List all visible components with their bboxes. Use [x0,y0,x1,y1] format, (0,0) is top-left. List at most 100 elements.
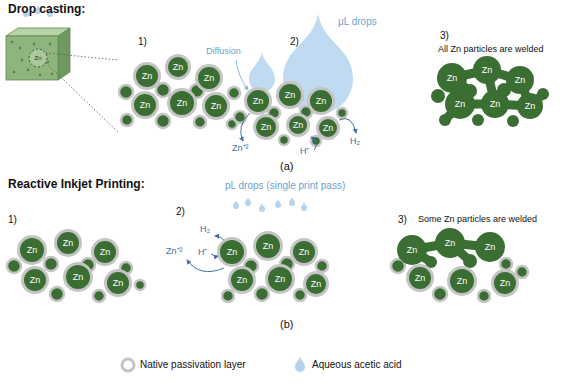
legend-ring [122,359,134,371]
particle-label: Zn [415,274,426,283]
ion-arrow [241,113,250,141]
particle-label: Zn [299,248,310,257]
zn-particle: Zn [165,54,191,80]
zoom-line [46,53,118,60]
gas-arrow [339,119,356,133]
zn-particle: Zn [253,231,283,261]
zn-particle: Zn [406,264,434,292]
zn-particle: Zn [435,228,465,258]
particle-label: Zn [100,248,111,257]
zn-particle: Zn [447,266,477,296]
zn-particle: Zn [133,62,161,90]
sample-speck [51,73,53,75]
zn-particle: Zn [265,264,295,294]
particle-label: Zn [30,276,41,285]
zn-particle-small [507,115,519,127]
acid-drop [301,202,307,211]
step-number: 2) [176,206,185,218]
zn-particle: Zn [290,238,318,266]
sample-speck [33,43,35,45]
zn-particle-small [50,287,64,301]
zn-particle-small [121,114,133,126]
drop-label: pL drops (single print pass) [225,180,345,192]
acid-drop [289,197,295,206]
sample-speck [39,74,41,76]
zn-particle-small [93,290,105,302]
zn-particle: Zn [473,56,501,84]
step-number: 3) [440,30,449,42]
zn-particle-small [478,290,490,302]
sample-speck [49,43,51,45]
proton-arrow [311,137,316,150]
species-label: H⁺ [198,247,208,257]
ion-arrow [187,260,224,272]
zn-particle: Zn [491,269,519,297]
legend-drop [295,356,305,372]
legend-text: Aqueous acetic acid [312,359,402,370]
zn-particle-small [135,280,145,290]
step-number: 2) [290,36,299,48]
particle-label: Zn [490,100,501,109]
particle-label: Zn [211,102,222,111]
zn-particle: Zn [475,232,505,262]
zn-particle: Zn [167,88,197,118]
zn-particle-small [228,87,240,99]
zn-particle: Zn [481,90,509,118]
particle-label: Zn [263,242,274,251]
particle-label: Zn [311,280,322,289]
particle-label: Zn [140,101,151,110]
panel-label: (a) [280,160,293,173]
zn-particle: Zn [286,113,310,137]
zn-particle-small [156,114,170,128]
particle-label: Zn [482,66,493,75]
zn-particle-small [472,114,484,126]
zn-particle-small [234,111,246,123]
particle-label: Zn [173,63,184,72]
particle-label: Zn [177,99,188,108]
particle-label: Zn [500,279,511,288]
zn-particle-small [431,89,445,103]
zn-particle: Zn [307,87,335,115]
particle-label: Zn [323,124,334,133]
particle-label: Zn [285,91,296,100]
zn-particle: Zn [63,262,93,292]
zn-particle-small [439,114,451,126]
zn-particle-small [337,108,347,118]
acid-drop [283,14,353,114]
particle-label: Zn [455,100,466,109]
zn-particle: Zn [104,269,132,297]
particle-label: Zn [113,279,124,288]
zn-particle: Zn [244,87,272,115]
zn-particle: Zn [316,116,340,140]
acid-drop [245,197,251,206]
zn-particle: Zn [54,229,82,257]
sample-speck [13,71,15,73]
diffusion-arrow [236,60,248,90]
particle-label: Zn [485,243,496,252]
zn-particle-small [433,287,447,301]
zn-particle: Zn [195,64,223,92]
legend-entry: Native passivation layer [140,359,246,371]
zn-particle: Zn [445,89,475,119]
acid-drop [249,52,275,92]
particle-label: Zn [73,273,84,282]
zn-particle-small [279,135,289,145]
drop-label: μL drops [338,16,377,28]
acid-drop [259,203,265,212]
step-number: 3) [398,214,407,226]
section-heading: Reactive Inkjet Printing: [8,178,145,192]
result-note: All Zn particles are welded [438,44,544,54]
sample-front-face [6,36,58,80]
acid-drop [233,200,239,209]
sample-speck [47,61,49,63]
zn-particle: Zn [21,266,49,294]
zn-particle: Zn [217,237,247,267]
zn-particle: Zn [228,266,256,294]
species-label: H₂ [350,136,360,146]
process-label: Diffusion [206,46,241,56]
zoom-circle [29,49,47,67]
zn-particle-small [255,287,269,301]
particle-label: Zn [227,248,238,257]
particle-label: Zn [63,239,74,248]
